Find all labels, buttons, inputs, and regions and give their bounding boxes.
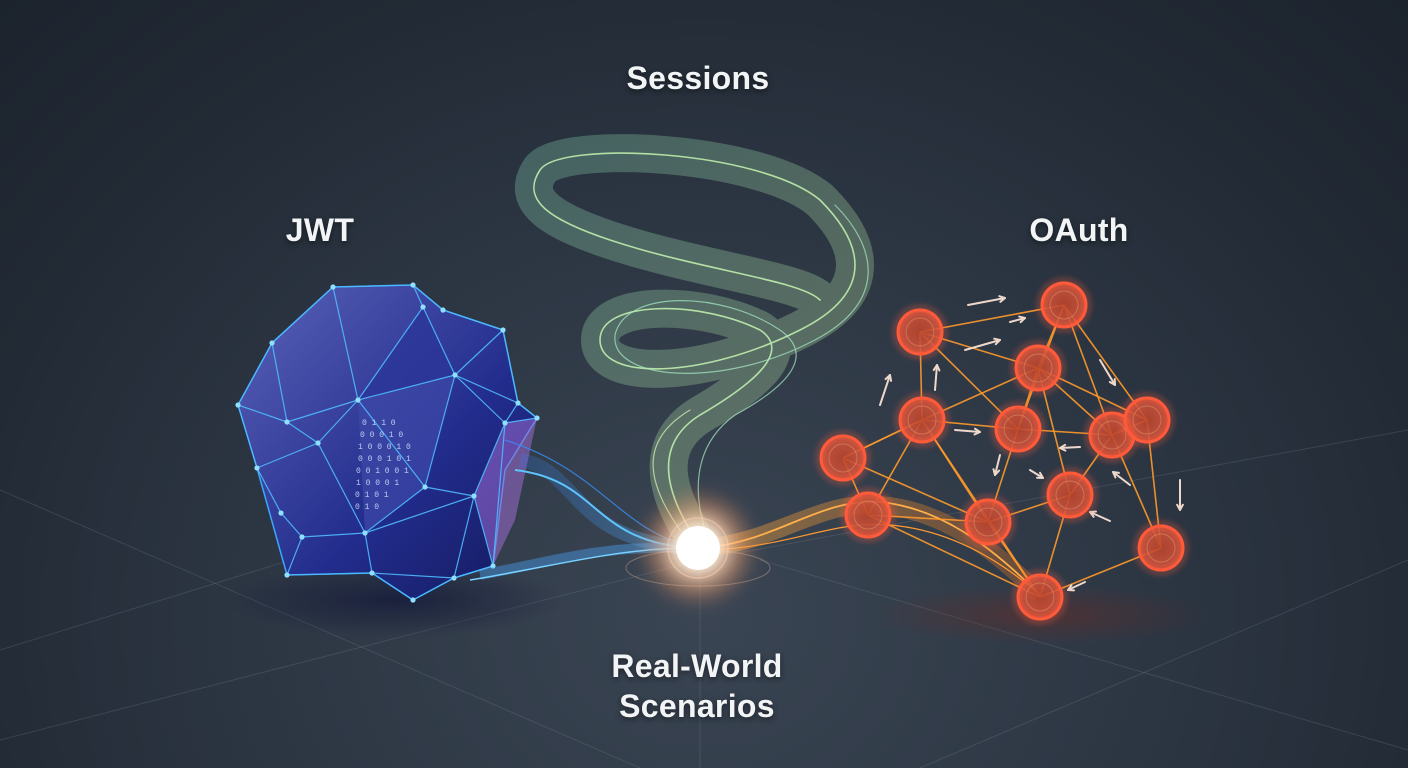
label-real-world-line2: Scenarios	[619, 688, 775, 724]
label-jwt: JWT	[285, 212, 355, 248]
svg-text:0 0 1 0 0 1: 0 0 1 0 0 1	[356, 467, 409, 476]
svg-text:0 0 0 1 0: 0 0 0 1 0	[360, 431, 403, 440]
jwt-polyhedron: 0 1 1 0 0 0 0 1 0 1 0 0 0 1 0 0 0 0 1 0 …	[235, 282, 540, 603]
svg-text:0 1 1 0: 0 1 1 0	[362, 419, 396, 428]
svg-text:0 1 0 1: 0 1 0 1	[355, 491, 389, 500]
label-sessions: Sessions	[626, 60, 770, 96]
svg-text:0 0 0 1 0 1: 0 0 0 1 0 1	[358, 455, 411, 464]
binary-code-panel: 0 1 1 0 0 0 0 1 0 1 0 0 0 1 0 0 0 0 1 0 …	[355, 419, 411, 512]
label-real-world: Real-World Scenarios	[611, 646, 782, 726]
label-real-world-line1: Real-World	[611, 648, 783, 684]
svg-text:1 0 0 0 1 0: 1 0 0 0 1 0	[358, 443, 411, 452]
svg-text:0 1 0: 0 1 0	[355, 503, 379, 512]
svg-text:1 0 0 0 1: 1 0 0 0 1	[356, 479, 399, 488]
oauth-network	[815, 277, 1189, 625]
label-oauth: OAuth	[1029, 212, 1129, 248]
central-hub	[625, 488, 771, 608]
sessions-ribbon	[515, 134, 874, 549]
